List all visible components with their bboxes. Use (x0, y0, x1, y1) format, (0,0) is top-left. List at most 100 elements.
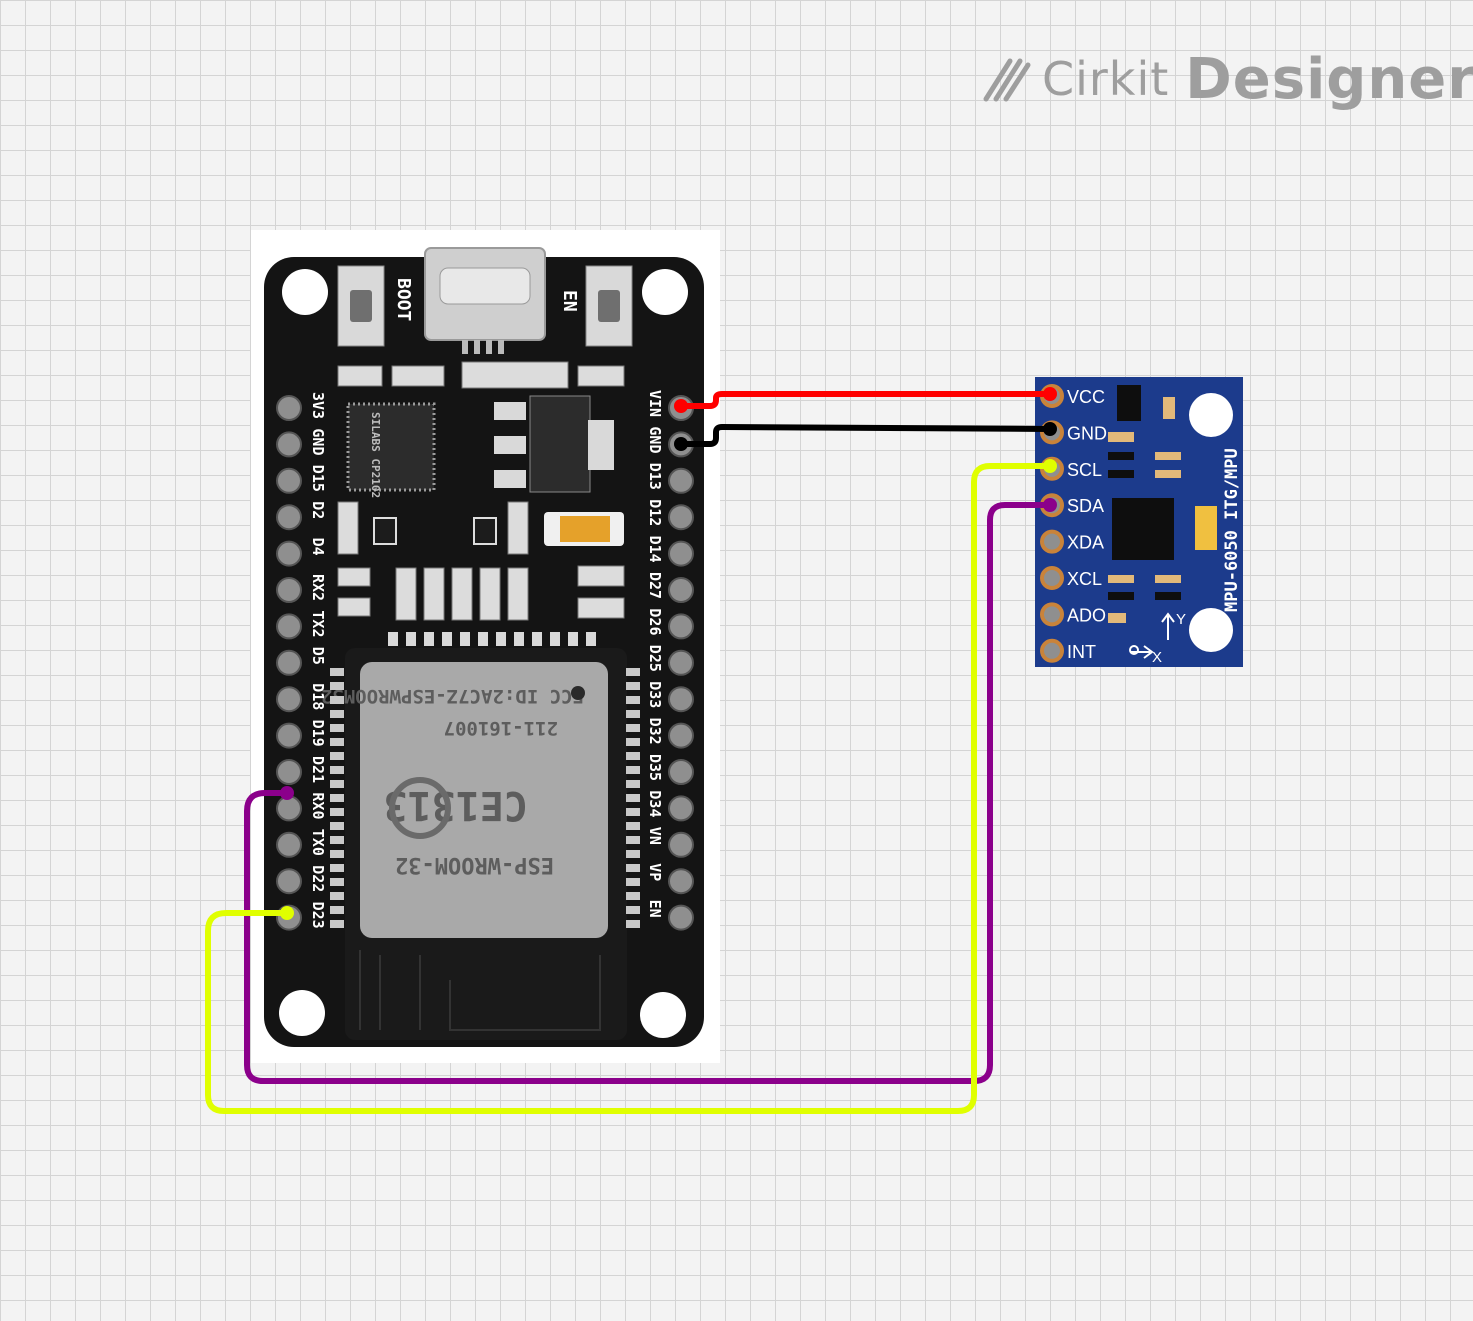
tantalum-capacitor (560, 516, 610, 542)
esp32-right-pin-label: EN (646, 900, 664, 918)
esp32-right-pin-label: D34 (646, 790, 664, 817)
module-castellation (626, 892, 640, 900)
wire-layer[interactable] (205, 391, 1053, 1114)
esp32-pin-hole[interactable] (276, 795, 302, 822)
antenna-trace (359, 950, 601, 1031)
wire-endpoint[interactable] (1043, 459, 1057, 473)
wire-endpoint[interactable] (280, 906, 294, 920)
module-castellation (330, 836, 344, 844)
esp32-pin-hole[interactable] (668, 504, 694, 531)
esp32-pin-hole[interactable] (276, 395, 302, 421)
usb-port-opening (439, 267, 531, 305)
esp32-pin-hole[interactable] (668, 686, 694, 713)
module-castellation (626, 668, 640, 676)
mpu6050-chip (1112, 498, 1174, 560)
esp32-left-pin-label: D21 (309, 756, 327, 783)
esp32-right-pin-label: VP (646, 863, 664, 881)
esp32-pin-hole[interactable] (276, 540, 302, 567)
esp32-pin-hole[interactable] (668, 759, 694, 785)
module-castellation (626, 724, 640, 732)
mpu-pin-hole[interactable] (1040, 566, 1064, 590)
esp32-left-pin-label: D15 (309, 465, 327, 492)
esp32-left-pin-label: TX2 (309, 610, 327, 637)
module-castellation (626, 794, 640, 802)
esp32-right-pin-label: D33 (646, 681, 664, 708)
wire-endpoint[interactable] (1043, 387, 1057, 401)
esp32-pin-hole[interactable] (276, 649, 302, 676)
esp32-pin-hole[interactable] (276, 467, 302, 494)
wire-endpoint[interactable] (280, 786, 294, 800)
esp32-pin-hole[interactable] (276, 722, 302, 749)
wire-gnd-gnd[interactable] (678, 424, 1053, 447)
esp32-pin-hole[interactable] (668, 613, 694, 640)
esp32-left-pin-label: D2 (309, 501, 327, 519)
wire-d22-scl[interactable] (205, 463, 1053, 1114)
esp32-pin-hole[interactable] (276, 504, 302, 531)
module-castellation (626, 906, 640, 914)
esp32-right-pin-label: D27 (646, 572, 664, 599)
mpu-pin-label: INT (1067, 642, 1096, 662)
module-castellation (626, 822, 640, 830)
esp32-pin-hole[interactable] (276, 686, 302, 713)
module-castellation (626, 878, 640, 886)
esp32-right-pin-label: VIN (646, 390, 664, 417)
esp32-pin-hole[interactable] (668, 831, 694, 858)
esp32-left-pin-label: RX0 (309, 792, 327, 819)
wire-endpoint[interactable] (1043, 498, 1057, 512)
module-castellation (626, 864, 640, 872)
mpu-pin-hole[interactable] (1040, 638, 1064, 663)
en-label: EN (559, 290, 580, 312)
esp32-pin-hole[interactable] (668, 904, 694, 931)
wire-endpoint[interactable] (1043, 422, 1057, 436)
mpu-regulator (1117, 385, 1141, 421)
module-castellation (626, 710, 640, 718)
mpu-pin-label: SDA (1067, 496, 1104, 516)
mpu-pin-hole[interactable] (1040, 602, 1064, 627)
esp32-pin-hole[interactable] (276, 831, 302, 858)
esp32-right-pin-label: D12 (646, 499, 664, 526)
module-castellation (330, 906, 344, 914)
esp32-pin-hole[interactable] (276, 613, 302, 640)
esp32-pin-hole[interactable] (276, 431, 302, 458)
esp32-left-pin-label: GND (309, 428, 327, 455)
wire-endpoint[interactable] (674, 437, 688, 451)
esp32-pin-hole[interactable] (276, 577, 302, 603)
esp32-pin-hole[interactable] (668, 467, 694, 494)
module-castellation (330, 696, 344, 704)
mpu-pin-label: VCC (1067, 387, 1105, 407)
module-serial: 211-161007 (444, 717, 558, 739)
esp32-pin-hole[interactable] (668, 795, 694, 822)
esp32-right-pin-label: D14 (646, 536, 664, 563)
mpu-pin-label: XCL (1067, 569, 1102, 589)
esp32-right-pin-label: VN (646, 827, 664, 845)
wire-vin-vcc[interactable] (678, 391, 1053, 409)
axis-x-label: X (1152, 649, 1162, 666)
esp32-devkit-board[interactable]: BOOT EN SILABS CP2102 (251, 230, 720, 1063)
module-castellation (626, 738, 640, 746)
module-ce-mark: CE1313 (384, 782, 529, 828)
esp32-pin-hole[interactable] (276, 868, 302, 895)
esp32-pin-hole[interactable] (668, 722, 694, 749)
boot-button-cap (350, 290, 372, 322)
mpu6050-module[interactable]: MPU-6050 ITG/MPU VCCGNDSCLSDAXDAXCLADOIN… (1035, 377, 1243, 667)
esp32-pin-hole[interactable] (668, 540, 694, 567)
esp32-left-pin-label: D18 (309, 683, 327, 710)
esp32-left-pin-label: D5 (309, 647, 327, 665)
mpu-pin-hole[interactable] (1040, 529, 1064, 554)
module-castellation (330, 766, 344, 774)
boot-label: BOOT (393, 278, 414, 322)
axis-y-label: Y (1176, 611, 1186, 628)
voltage-regulator (529, 395, 591, 493)
esp32-left-pin-label: D23 (309, 902, 327, 929)
esp32-pin-hole[interactable] (668, 868, 694, 895)
esp32-left-pin-label: D22 (309, 865, 327, 892)
module-castellation (330, 780, 344, 788)
esp32-pin-hole[interactable] (276, 759, 302, 785)
esp32-pin-hole[interactable] (668, 649, 694, 676)
wire-endpoint[interactable] (674, 399, 688, 413)
cp2102-chip (346, 402, 436, 492)
wire-d21-sda[interactable] (244, 502, 1053, 1084)
esp32-pin-hole[interactable] (668, 577, 694, 603)
module-castellation (330, 710, 344, 718)
